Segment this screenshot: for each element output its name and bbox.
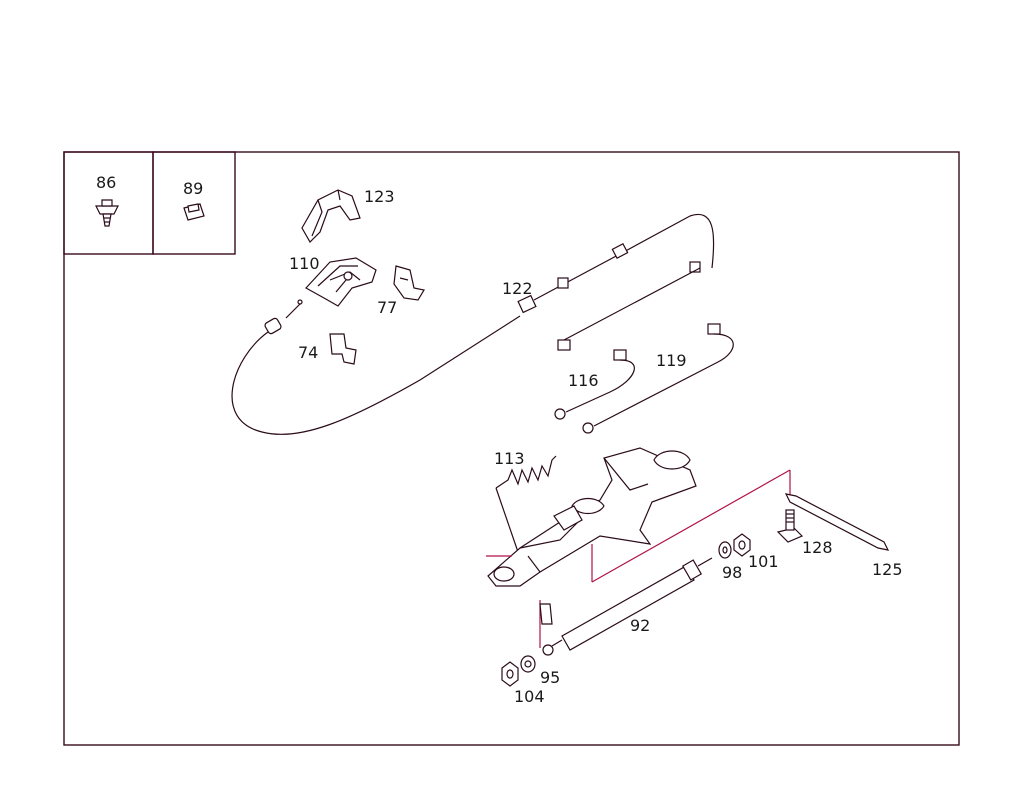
callout-74: 74 [298,343,318,362]
ground-strap-125-part [784,493,890,551]
callout-95: 95 [540,668,560,687]
callout-113: 113 [494,449,525,468]
callout-123: 123 [364,187,395,206]
cover-123-part [301,189,361,243]
clip-89-part [183,203,205,221]
cable-119 [582,323,734,434]
throttle-cable [231,213,715,435]
washer-98-part [718,541,732,559]
bracket-74-part [329,333,357,365]
spring-113-part [495,455,557,553]
callout-92: 92 [630,616,650,635]
callout-116: 116 [568,371,599,390]
linkage-assembly [486,447,697,587]
bracket-110-part [305,257,377,307]
callout-104: 104 [514,687,545,706]
damper-92-part [539,557,713,656]
washer-95-part [520,655,536,673]
diagram-frame [63,151,960,746]
callout-98: 98 [722,563,742,582]
nut-101-part [733,533,751,557]
callout-89: 89 [183,179,203,198]
cable-116 [554,349,635,420]
leader-lines [539,469,791,648]
bolt-128-part [776,509,804,543]
callout-128: 128 [802,538,833,557]
callout-119: 119 [656,351,687,370]
callout-77: 77 [377,298,397,317]
nut-104-part [501,661,519,687]
callout-101: 101 [748,552,779,571]
callout-110: 110 [289,254,320,273]
inset-box-89 [152,151,236,255]
callout-125: 125 [872,560,903,579]
clip-86-part [95,199,119,227]
callout-86: 86 [96,173,116,192]
plate-77-part [393,265,425,301]
callout-122: 122 [502,279,533,298]
